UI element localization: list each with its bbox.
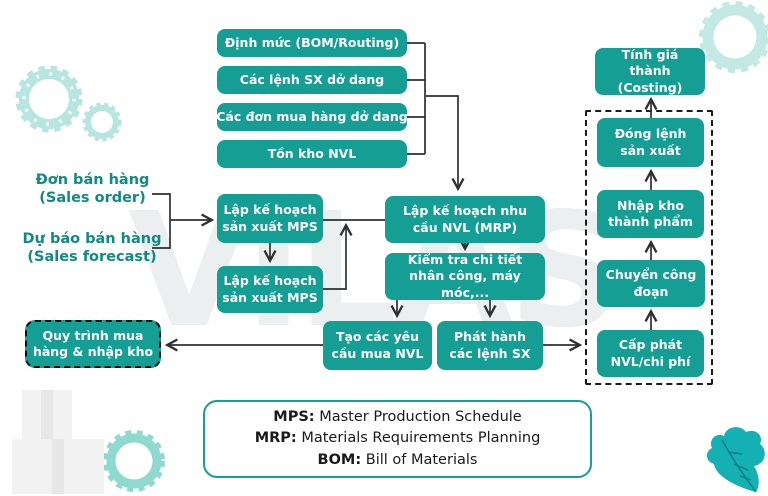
legend-text-mrp: Materials Requirements Planning [296, 430, 541, 447]
node-mrp: Lập kế hoạch nhu cầu NVL (MRP) [385, 196, 545, 243]
label-sales-forecast-vn: Dự báo bán hàng [22, 231, 162, 247]
gear-icon [15, 65, 83, 133]
node-bom-routing: Định mức (BOM/Routing) [217, 29, 407, 57]
legend-text-bom: Bill of Materials [361, 451, 478, 468]
node-open-purchase-orders: Các đơn mua hàng dở dang [216, 103, 408, 131]
inputs-to-mrp-arrow [425, 95, 458, 188]
legend-box: MPS: Master Production Schedule MRP: Mat… [203, 400, 592, 478]
mps-feedback-arrow [323, 226, 346, 290]
legend-line-mrp: MRP: Materials Requirements Planning [255, 428, 541, 449]
package-tape [41, 390, 53, 439]
label-sales-order-vn: Đơn bán hàng [35, 172, 150, 188]
sales-bracket [152, 193, 171, 249]
node-transfer-stage: Chuyển công đoạn [597, 260, 705, 307]
node-purchase-process: Quy trình mua hàng & nhập kho [25, 320, 161, 368]
gear-icon [82, 102, 122, 142]
node-mps-bottom: Lập kế hoạch sản xuất MPS [217, 266, 323, 313]
node-open-production-orders: Các lệnh SX dở dang [217, 66, 407, 94]
node-close-order: Đóng lệnh sản xuất [597, 118, 704, 167]
node-release-orders: Phát hành các lệnh SX [437, 321, 543, 370]
package-box-icon [22, 390, 72, 439]
label-sales-order: Đơn bán hàng (Sales order) [20, 171, 165, 207]
package-tape [52, 439, 64, 494]
input-bracket-stubs [407, 42, 425, 155]
gear-icon [699, 1, 768, 73]
node-receive-finished-goods: Nhập kho thành phẩm [597, 190, 704, 238]
node-mps-top: Lập kế hoạch sản xuất MPS [217, 194, 323, 243]
production-execution-group [585, 110, 713, 385]
legend-abbr-bom: BOM: [317, 451, 362, 468]
label-sales-forecast: Dự báo bán hàng (Sales forecast) [12, 230, 172, 266]
node-issue-materials: Cấp phát NVL/chi phí [597, 330, 704, 377]
node-costing: Tính giá thành (Costing) [595, 47, 705, 95]
package-box-icon [12, 439, 104, 494]
leaf-icon [706, 427, 765, 493]
gear-icon [103, 430, 165, 492]
node-purchase-request: Tạo các yêu cầu mua NVL [323, 321, 432, 370]
legend-text-mps: Master Production Schedule [314, 409, 522, 426]
label-sales-forecast-en: (Sales forecast) [27, 249, 157, 266]
node-capacity-check: Kiểm tra chi tiết nhân công, máy móc,... [385, 252, 545, 300]
legend-line-mps: MPS: Master Production Schedule [273, 407, 521, 428]
legend-abbr-mrp: MRP: [254, 430, 297, 447]
legend-abbr-mps: MPS: [273, 409, 315, 426]
node-material-inventory: Tồn kho NVL [217, 140, 407, 168]
label-sales-order-en: (Sales order) [39, 190, 146, 207]
legend-line-bom: BOM: Bill of Materials [318, 450, 478, 471]
